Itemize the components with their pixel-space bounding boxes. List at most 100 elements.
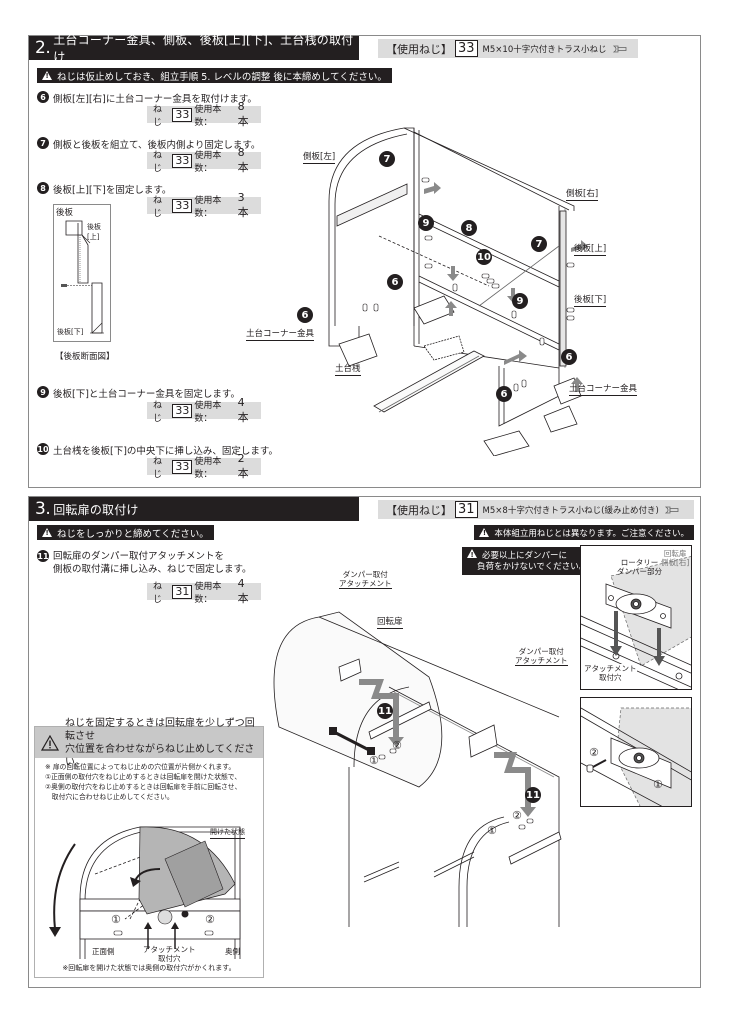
section-number: 2. <box>35 38 51 58</box>
cross-section-title: 【後板断面図】 <box>55 352 115 362</box>
section-title: 回転扉の取付け <box>53 502 139 517</box>
step-marker-7: 7 <box>531 236 547 252</box>
caution-icon <box>41 734 59 751</box>
count-value: 8本 <box>237 100 249 128</box>
label-line-2: 取付穴 <box>158 954 181 963</box>
label-line-1: アタッチメント <box>143 945 196 954</box>
step-number-badge: 7 <box>37 137 49 149</box>
section-2-header: 2. 土台コーナー金具、側板、後板[上][下]、土台桟の取付け <box>29 33 359 64</box>
step-6: 6 側板[左][右]に土台コーナー金具を取付けます。 <box>37 91 257 105</box>
screw-count-box: ねじ 33 使用本数： 8本 <box>147 100 261 128</box>
screw-code: 31 <box>455 501 478 518</box>
screw-code: 33 <box>172 198 193 213</box>
step-marker-11: 11 <box>525 787 541 803</box>
caution-line-1: ねじを固定するときは回転扉を少しずつ回転させ <box>65 717 255 742</box>
caution-note: ②奥側の取付穴をねじ止めするときは回転扉を手前に回転させ、 <box>45 783 242 791</box>
step-marker-10: 10 <box>476 249 492 265</box>
step-8: 8 後板[上][下]を固定します。 <box>37 182 171 196</box>
count-prefix: ねじ <box>153 581 163 605</box>
label-damper-attachment-left: ダンパー取付アタッチメント <box>339 570 392 589</box>
label-attachment-hole: アタッチメント取付穴 <box>143 945 196 963</box>
mark-1: ① <box>487 824 497 837</box>
caution-note: ①正面側の取付穴をねじ止めするときは回転扉を開けた状態で、 <box>45 773 242 781</box>
warning-banner-tighten: ねじをしっかりと締めてください。 <box>37 525 214 540</box>
step-marker-6: 6 <box>387 274 403 290</box>
label-rear-upper-panel: 後板[上] <box>574 244 607 256</box>
screw-description: M5×8十字穴付きトラス小ねじ(緩み止め付き) <box>482 505 659 516</box>
screw-count-box: ねじ 33 使用本数： 2本 <box>147 452 261 480</box>
count-label: 使用本数： <box>194 456 222 480</box>
step-marker-6: 6 <box>496 386 512 402</box>
label-line-2: アタッチメント <box>339 579 392 588</box>
cross-section-upper-label: 後板[上] <box>87 223 101 241</box>
count-prefix: ねじ <box>153 195 163 219</box>
step-number-badge: 8 <box>37 182 49 194</box>
warning-banner: ねじは仮止めしておき、組立手順 5. レベルの調整 後に本締めしてください。 <box>37 68 392 83</box>
inset-mark-1: ① <box>653 778 663 791</box>
step-text: 側板と後板を組立て、後板内側より固定します。 <box>53 140 261 151</box>
label-line-1: ダンパー取付 <box>342 570 388 579</box>
damper-warning-line-2: 負荷をかけないでください。 <box>477 562 588 572</box>
count-label: 使用本数： <box>194 195 222 219</box>
count-prefix: ねじ <box>153 104 163 128</box>
step-9: 9 後板[下]と土台コーナー金具を固定します。 <box>37 386 240 400</box>
step-number-badge: 9 <box>37 386 49 398</box>
screw-description: M5×10十字穴付きトラス小ねじ <box>482 44 607 55</box>
count-value: 3本 <box>237 191 249 219</box>
cross-section-label: 後板 <box>56 208 74 218</box>
count-prefix: ねじ <box>153 150 163 174</box>
inset-rotary-label-line-2: ダンパー部分 <box>617 567 662 576</box>
count-label: 使用本数： <box>194 581 222 605</box>
warning-banner-different-screws: 本体組立用ねじとは異なります。ご注意ください。 <box>474 525 694 540</box>
screw-code: 31 <box>172 584 193 599</box>
section-3-rotating-door: 3. 回転扉の取付け 【使用ねじ】 31 M5×8十字穴付きトラス小ねじ(緩み止… <box>28 496 701 988</box>
count-label: 使用本数： <box>194 400 222 424</box>
screw-icon <box>612 45 626 52</box>
warning-text: 本体組立用ねじとは異なります。ご注意ください。 <box>494 528 689 539</box>
inset-rotary-label: ロータリーダンパー部分 <box>617 558 662 576</box>
mark-2: ② <box>392 739 402 752</box>
warning-text: ねじをしっかりと締めてください。 <box>57 528 209 540</box>
count-label: 使用本数： <box>194 150 222 174</box>
screw-info-label: 【使用ねじ】 <box>386 42 452 56</box>
label-open-state: 開けた状態 <box>210 827 245 839</box>
section-3-header: 3. 回転扉の取付け <box>29 497 359 521</box>
step-11: 11 回転扉のダンパー取付アタッチメントを 側板の取付溝に挿し込み、ねじで固定し… <box>37 550 252 576</box>
caution-line-2: 穴位置を合わせながらねじ止めしてください。 <box>65 743 255 768</box>
label-base-corner-bracket-right: 土台コーナー金具 <box>569 384 638 396</box>
screw-count-box: ねじ 33 使用本数： 4本 <box>147 396 261 424</box>
warning-icon <box>42 71 52 80</box>
mark-2: ② <box>512 809 522 822</box>
step-text-line-2: 側板の取付溝に挿し込み、ねじで固定します。 <box>53 564 252 575</box>
cross-section-diagram <box>61 220 104 334</box>
count-prefix: ねじ <box>153 456 163 480</box>
caution-header: ねじを固定するときは回転扉を少しずつ回転させ穴位置を合わせながらねじ止めしてくだ… <box>35 718 263 768</box>
damper-detail-diagram <box>581 556 691 689</box>
inset-damper-detail: 回転扉側板[右] ロータリーダンパー部分 アタッチメント取付穴 <box>580 545 692 690</box>
step-number-badge: 11 <box>37 550 49 562</box>
screw-detail-diagram <box>581 707 691 806</box>
warning-icon <box>467 549 477 561</box>
step-text: 土台桟を後板[下]の中央下に挿し込み、固定します。 <box>53 446 278 457</box>
screw-info: 【使用ねじ】 33 M5×10十字穴付きトラス小ねじ <box>378 39 638 58</box>
damper-warning: 必要以上にダンパーに 負荷をかけないでください。 <box>462 547 593 575</box>
screw-count-box: ねじ 33 使用本数： 8本 <box>147 146 261 174</box>
inset-screw-detail: ② ① <box>580 697 692 807</box>
inset-rotary-label-line-1: ロータリー <box>620 558 659 567</box>
step-text: 後板[下]と土台コーナー金具を固定します。 <box>53 389 240 400</box>
screw-info-label: 【使用ねじ】 <box>386 503 452 517</box>
screw-code: 33 <box>455 40 478 57</box>
step-marker-7: 7 <box>379 151 395 167</box>
warning-icon <box>479 528 490 537</box>
section-title: 土台コーナー金具、側板、後板[上][下]、土台桟の取付け <box>53 33 354 64</box>
count-value: 4本 <box>237 577 249 605</box>
step-number-badge: 6 <box>37 91 49 103</box>
screw-code: 33 <box>172 107 193 122</box>
label-base-rail: 土台桟 <box>335 364 361 376</box>
step-marker-6: 6 <box>561 349 577 365</box>
label-right-side-panel: 側板[右] <box>566 189 599 201</box>
rotating-door-diagram <box>273 611 562 927</box>
inset-door-label: 回転扉側板[右] <box>661 549 689 567</box>
step-text: 回転扉のダンパー取付アタッチメントを 側板の取付溝に挿し込み、ねじで固定します。 <box>53 550 252 576</box>
step-marker-11: 11 <box>377 703 393 719</box>
